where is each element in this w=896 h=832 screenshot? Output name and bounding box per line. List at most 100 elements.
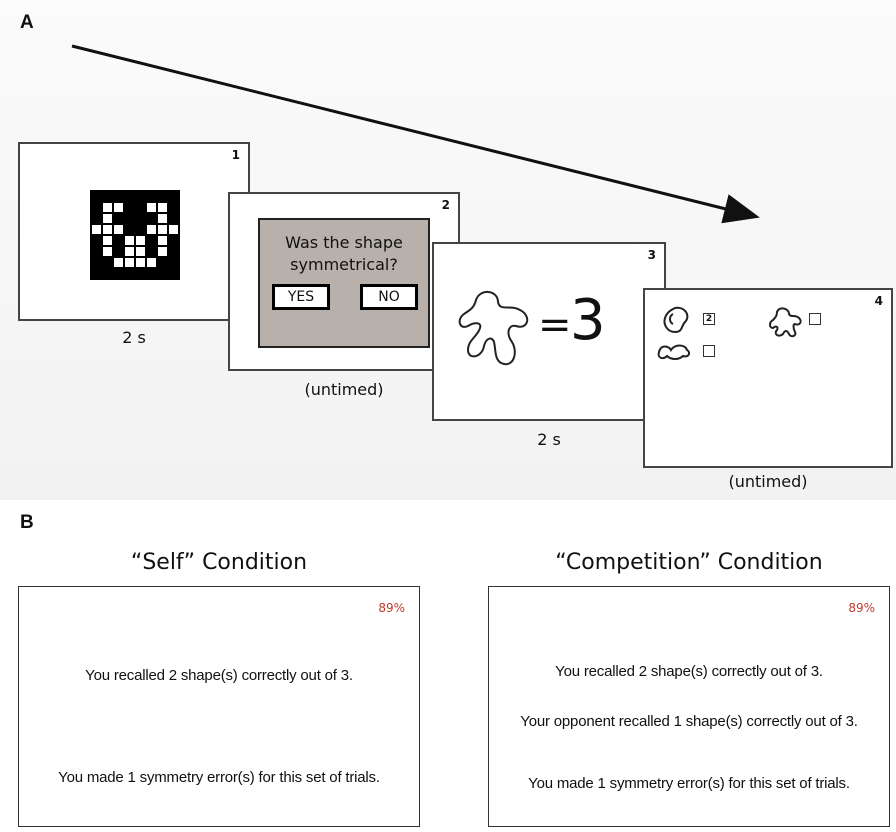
- symmetry-question-dialog: Was the shape symmetrical? YES NO: [258, 218, 430, 348]
- grid-cell: [102, 268, 113, 279]
- shape-option-1-icon: [663, 306, 689, 334]
- grid-cell: [146, 257, 157, 268]
- grid-cell: [113, 235, 124, 246]
- no-button[interactable]: NO: [360, 284, 418, 310]
- shape-option-3-checkbox[interactable]: [809, 313, 821, 325]
- competition-error-line: You made 1 symmetry error(s) for this se…: [528, 775, 850, 792]
- grid-cell: [157, 246, 168, 257]
- grid-cell: [102, 224, 113, 235]
- screen-2: 2 Was the shape symmetrical? YES NO: [228, 192, 460, 371]
- grid-cell: [146, 268, 157, 279]
- grid-cell: [135, 246, 146, 257]
- grid-cell: [91, 235, 102, 246]
- grid-cell: [124, 268, 135, 279]
- screen-number: 1: [231, 148, 240, 162]
- grid-cell: [135, 257, 146, 268]
- self-error-line: You made 1 symmetry error(s) for this se…: [58, 769, 380, 786]
- grid-cell: [146, 191, 157, 202]
- symmetry-grid: [90, 190, 180, 280]
- self-percent: 89%: [378, 601, 405, 615]
- grid-cell: [102, 213, 113, 224]
- grid-cell: [124, 235, 135, 246]
- grid-cell: [157, 235, 168, 246]
- grid-cell: [124, 246, 135, 257]
- competition-recall-line: You recalled 2 shape(s) correctly out of…: [555, 663, 823, 680]
- panel-b-label: B: [20, 512, 34, 533]
- grid-cell: [146, 202, 157, 213]
- shape-value: 3: [570, 288, 606, 353]
- grid-cell: [157, 268, 168, 279]
- grid-cell: [91, 213, 102, 224]
- grid-cell: [91, 246, 102, 257]
- grid-cell: [124, 213, 135, 224]
- grid-cell: [168, 235, 179, 246]
- shape-option-1-checkbox[interactable]: 2: [703, 313, 715, 325]
- grid-cell: [113, 202, 124, 213]
- screen-number: 4: [874, 294, 883, 308]
- equals-sign: =: [538, 302, 572, 348]
- competition-percent: 89%: [848, 601, 875, 615]
- grid-cell: [113, 191, 124, 202]
- grid-cell: [146, 224, 157, 235]
- grid-cell: [146, 235, 157, 246]
- competition-opponent-line: Your opponent recalled 1 shape(s) correc…: [520, 713, 858, 730]
- screen-4-caption: (untimed): [728, 472, 808, 491]
- grid-cell: [124, 191, 135, 202]
- grid-cell: [168, 268, 179, 279]
- grid-cell: [135, 191, 146, 202]
- symmetry-question: Was the shape symmetrical?: [285, 233, 403, 274]
- grid-cell: [168, 213, 179, 224]
- grid-cell: [113, 268, 124, 279]
- grid-cell: [91, 202, 102, 213]
- self-feedback-screen: 89% You recalled 2 shape(s) correctly ou…: [18, 586, 420, 827]
- grid-cell: [157, 224, 168, 235]
- octopus-shape-icon: [458, 291, 529, 366]
- yes-button[interactable]: YES: [272, 284, 330, 310]
- grid-cell: [113, 246, 124, 257]
- grid-cell: [168, 257, 179, 268]
- grid-cell: [146, 246, 157, 257]
- screen-2-caption: (untimed): [304, 380, 384, 399]
- grid-cell: [135, 268, 146, 279]
- competition-condition-title: “Competition” Condition: [555, 550, 823, 575]
- grid-cell: [168, 202, 179, 213]
- screen-4: 4 2: [643, 288, 893, 468]
- screen-1-caption: 2 s: [122, 328, 146, 347]
- competition-feedback-screen: 89% You recalled 2 shape(s) correctly ou…: [488, 586, 890, 827]
- screen-3-caption: 2 s: [537, 430, 561, 449]
- grid-cell: [124, 224, 135, 235]
- grid-cell: [113, 213, 124, 224]
- grid-cell: [157, 257, 168, 268]
- grid-cell: [157, 202, 168, 213]
- grid-cell: [168, 224, 179, 235]
- self-condition-title: “Self” Condition: [130, 550, 308, 575]
- grid-cell: [146, 213, 157, 224]
- grid-cell: [135, 235, 146, 246]
- grid-cell: [157, 213, 168, 224]
- grid-cell: [135, 202, 146, 213]
- time-arrow: [71, 44, 760, 224]
- grid-cell: [135, 224, 146, 235]
- grid-cell: [102, 235, 113, 246]
- grid-cell: [168, 191, 179, 202]
- screen-number: 3: [647, 248, 656, 262]
- grid-cell: [124, 257, 135, 268]
- grid-cell: [91, 191, 102, 202]
- grid-cell: [113, 224, 124, 235]
- screen-3: 3 = 3: [432, 242, 666, 421]
- grid-cell: [113, 257, 124, 268]
- grid-cell: [102, 246, 113, 257]
- screen-number: 2: [441, 198, 450, 212]
- grid-cell: [157, 191, 168, 202]
- grid-cell: [168, 246, 179, 257]
- shape-option-2-checkbox[interactable]: [703, 345, 715, 357]
- grid-cell: [91, 224, 102, 235]
- grid-cell: [102, 191, 113, 202]
- grid-cell: [124, 202, 135, 213]
- grid-cell: [91, 268, 102, 279]
- shape-option-3-icon: [769, 307, 802, 338]
- grid-cell: [102, 257, 113, 268]
- screen-1: 1: [18, 142, 250, 321]
- panel-a-label: A: [20, 12, 34, 33]
- shape-option-2-icon: [657, 344, 691, 360]
